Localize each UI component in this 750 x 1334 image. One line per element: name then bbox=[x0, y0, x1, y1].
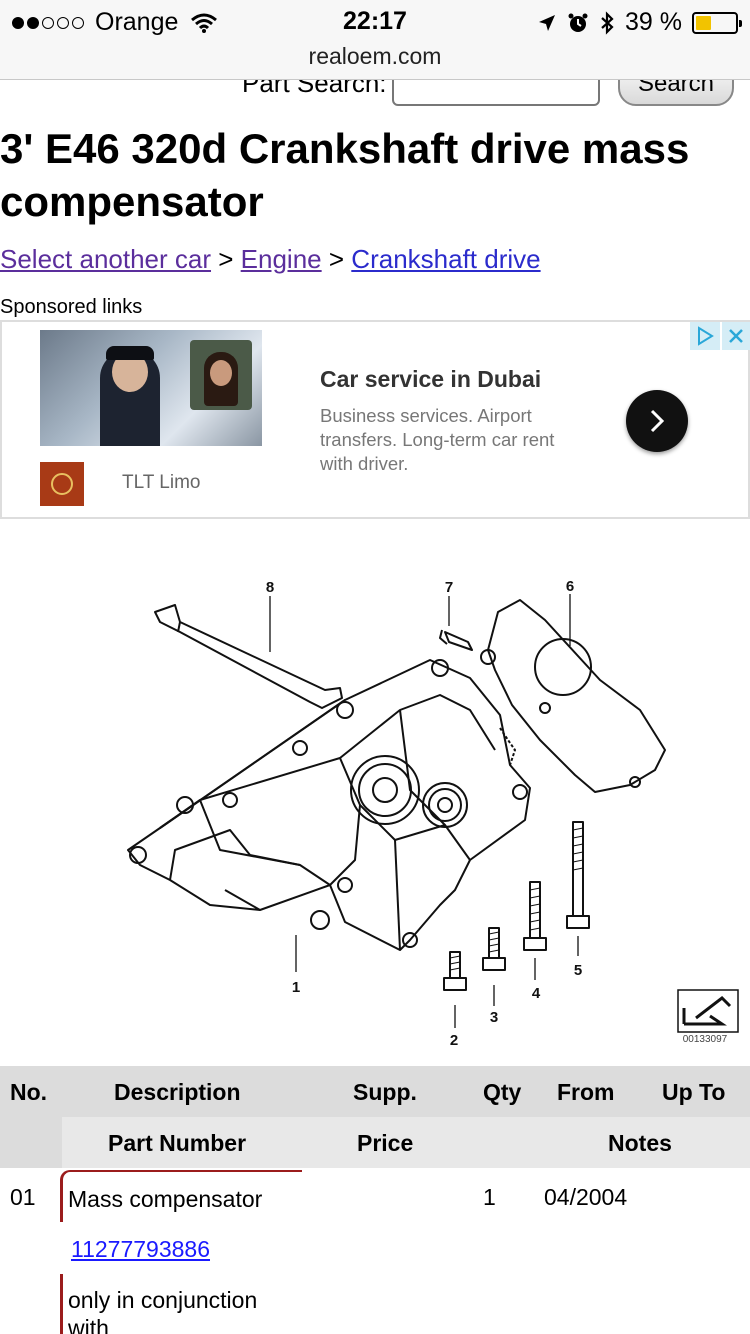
ad-photo[interactable] bbox=[40, 330, 262, 446]
col-no: No. bbox=[10, 1079, 48, 1105]
advertiser-name[interactable]: TLT Limo bbox=[122, 472, 201, 493]
signal-dot bbox=[12, 16, 24, 29]
signal-dot bbox=[72, 16, 84, 29]
part-6-cover bbox=[487, 599, 666, 793]
battery-icon bbox=[692, 11, 742, 34]
parts-table-header: No. Description Supp. Qty From Up To Par… bbox=[0, 1066, 750, 1168]
row-description: Mass compensator bbox=[68, 1186, 263, 1212]
breadcrumb-separator: > bbox=[218, 244, 234, 274]
alarm-clock-icon bbox=[568, 13, 588, 32]
part-number-link[interactable]: 11277793886 bbox=[71, 1236, 210, 1262]
status-bar: Orange 22:17 39 % bbox=[0, 0, 750, 40]
col-supp: Supp. bbox=[353, 1079, 417, 1105]
chevron-right-icon bbox=[650, 409, 665, 433]
location-arrow-icon bbox=[539, 14, 556, 31]
col-up-to: Up To bbox=[662, 1079, 726, 1105]
ad-photo-passenger-head bbox=[210, 360, 232, 386]
col-price: Price bbox=[357, 1130, 414, 1156]
signal-dot bbox=[27, 16, 39, 29]
part-2-bolt bbox=[443, 951, 467, 991]
signal-dot bbox=[57, 16, 69, 29]
sponsored-label: Sponsored links bbox=[0, 296, 143, 318]
url-bar[interactable]: realoem.com bbox=[0, 40, 750, 80]
callout-7: 7 bbox=[445, 579, 453, 596]
battery-percent: 39 % bbox=[625, 8, 682, 36]
breadcrumb-engine[interactable]: Engine bbox=[240, 244, 322, 274]
col-qty: Qty bbox=[483, 1079, 522, 1105]
part-1-housing bbox=[127, 659, 531, 951]
ad-title[interactable]: Car service in Dubai bbox=[320, 366, 542, 392]
col-description: Description bbox=[114, 1079, 241, 1105]
battery-fill bbox=[696, 15, 711, 30]
header-subrow bbox=[62, 1117, 750, 1168]
row-no: 01 bbox=[10, 1184, 36, 1210]
breadcrumb-select-car[interactable]: Select another car bbox=[0, 244, 212, 274]
part-4-bolt bbox=[523, 881, 547, 951]
diagram-image-id: 00133097 bbox=[683, 1034, 728, 1045]
notes-highlight bbox=[60, 1274, 302, 1334]
callout-8: 8 bbox=[266, 579, 274, 596]
crest-icon bbox=[51, 473, 73, 495]
carrier-name: Orange bbox=[95, 8, 179, 36]
close-icon bbox=[729, 329, 743, 343]
page-title: 3' E46 320d Crankshaft drive mass compen… bbox=[0, 125, 690, 225]
description-highlight bbox=[60, 1170, 302, 1222]
part-7-bolt bbox=[439, 629, 473, 651]
col-from: From bbox=[557, 1079, 615, 1105]
advertiser-logo[interactable] bbox=[40, 462, 84, 506]
table-row: 01 Mass compensator 1 04/2004 1127779388… bbox=[0, 1168, 750, 1334]
diagram-orientation-icon bbox=[677, 989, 739, 1033]
parts-diagram[interactable]: 8 7 6 1 2 3 4 5 00133097 bbox=[0, 560, 750, 1060]
callout-5: 5 bbox=[574, 962, 582, 979]
row-notes: only in conjunction with bbox=[68, 1287, 258, 1334]
clock: 22:17 bbox=[343, 7, 407, 35]
callout-3: 3 bbox=[490, 1009, 498, 1026]
breadcrumb: Select another car > Engine > Crankshaft… bbox=[0, 244, 541, 275]
callout-1: 1 bbox=[292, 979, 300, 996]
ad-choices-button[interactable] bbox=[690, 322, 720, 350]
signal-dot bbox=[42, 16, 54, 29]
part-3-bolt bbox=[482, 927, 506, 971]
ad-photo-cap bbox=[106, 346, 154, 360]
col-notes: Notes bbox=[608, 1130, 672, 1156]
ad-choices-icon bbox=[698, 326, 714, 346]
row-from: 04/2004 bbox=[544, 1184, 628, 1210]
ad-banner[interactable]: TLT Limo Car service in Dubai Business s… bbox=[0, 320, 750, 519]
ad-description: Business services. Airport transfers. Lo… bbox=[320, 405, 555, 474]
callout-6: 6 bbox=[566, 578, 574, 595]
row-qty: 1 bbox=[483, 1184, 496, 1210]
bluetooth-icon bbox=[601, 10, 614, 35]
status-icons: 39 % bbox=[537, 8, 742, 37]
callout-4: 4 bbox=[532, 985, 541, 1002]
breadcrumb-crankshaft-drive[interactable]: Crankshaft drive bbox=[351, 244, 541, 274]
callout-2: 2 bbox=[450, 1032, 458, 1049]
col-part-number: Part Number bbox=[108, 1130, 247, 1156]
ad-close-button[interactable] bbox=[722, 322, 750, 350]
ad-open-button[interactable] bbox=[626, 390, 688, 452]
part-8-bracket bbox=[154, 604, 343, 709]
wifi-icon bbox=[191, 13, 218, 33]
signal-carrier: Orange bbox=[12, 8, 218, 37]
part-5-bolt bbox=[566, 821, 590, 929]
breadcrumb-separator: > bbox=[328, 244, 345, 274]
